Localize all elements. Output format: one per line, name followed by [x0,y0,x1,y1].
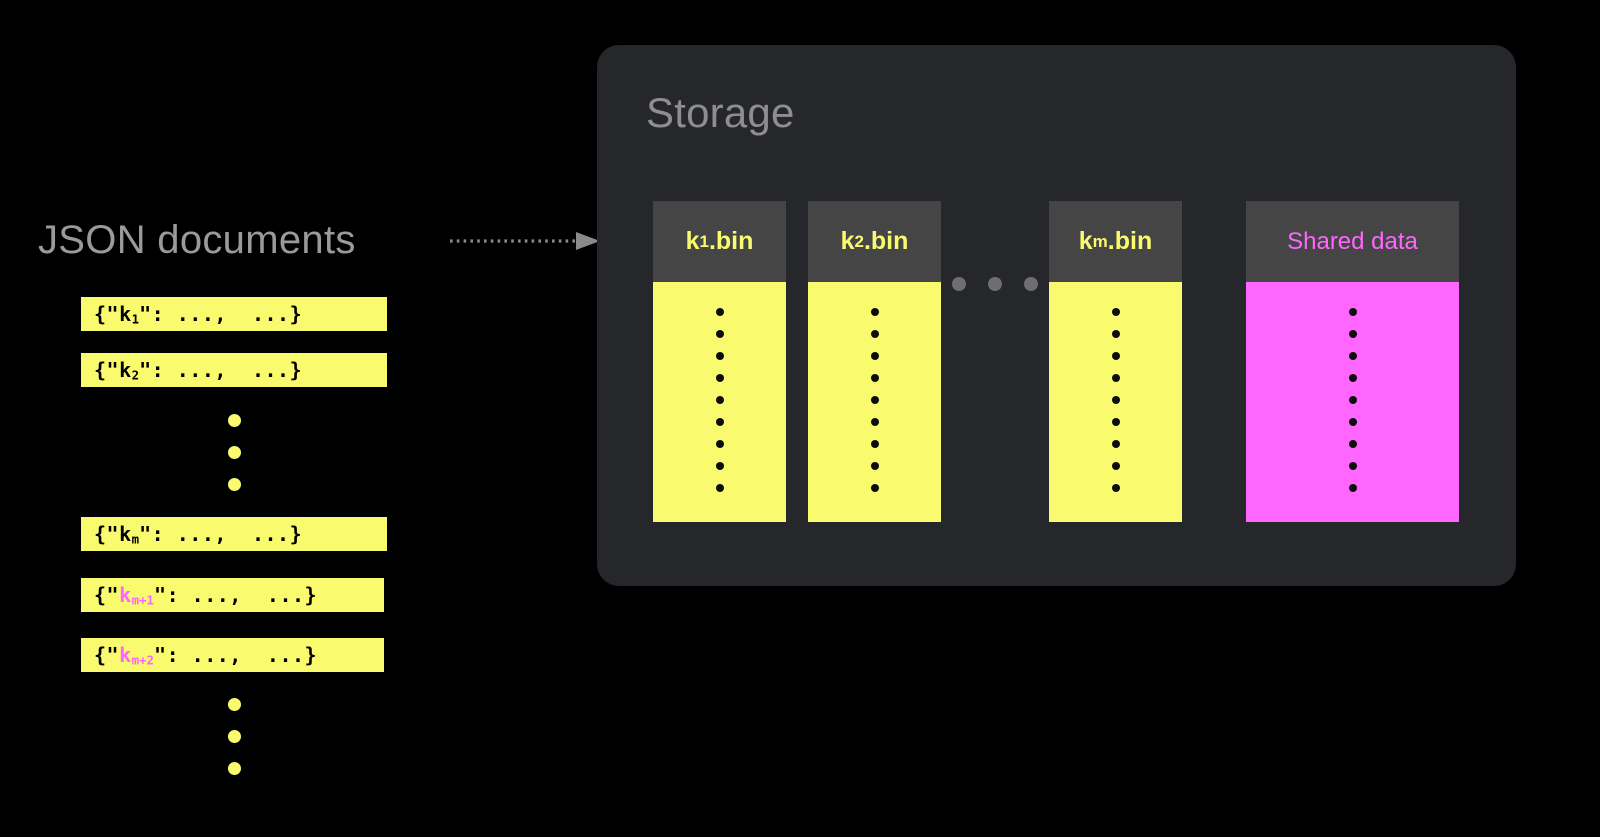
storage-bin-body-k1 [653,282,786,522]
record-dot [715,484,724,492]
record-dot [1111,330,1120,338]
record-dot [1348,440,1357,448]
record-dot [870,418,879,426]
storage-bin-body-k2 [808,282,941,522]
documents-ellipsis-upper [228,414,241,491]
record-dot [715,308,724,316]
json-document-box-km1: {"km+1": ..., ...} [81,578,384,612]
json-document-text-km1: {"km+1": ..., ...} [94,582,318,608]
record-dot [1348,484,1357,492]
json-document-text-km: {"km": ..., ...} [94,521,303,547]
ellipsis-dot [228,762,241,775]
record-dot [1111,396,1120,404]
record-dot [870,462,879,470]
ellipsis-dot [1024,277,1038,291]
json-document-text-km2: {"km+2": ..., ...} [94,642,318,668]
ellipsis-dot [228,446,241,459]
storage-bin-body-shared-data [1246,282,1459,522]
ellipsis-dot [228,698,241,711]
storage-panel-title: Storage [646,89,795,136]
record-dot [1348,308,1357,316]
record-dot [1348,330,1357,338]
record-dot [1348,352,1357,360]
json-documents-title: JSON documents [38,218,356,262]
record-dot [870,484,879,492]
record-dot [870,308,879,316]
record-dot [1111,418,1120,426]
ellipsis-dot [952,277,966,291]
record-dot [870,352,879,360]
record-dot [1348,462,1357,470]
record-dot [870,396,879,404]
flow-arrow-icon [450,232,600,250]
record-dot [1111,352,1120,360]
record-dot [1111,374,1120,382]
record-dot [715,330,724,338]
record-dot [1348,396,1357,404]
ellipsis-dot [228,414,241,427]
ellipsis-dot [988,277,1002,291]
record-dot [715,462,724,470]
documents-ellipsis-lower [228,698,241,775]
json-document-box-k1: {"k1": ..., ...} [81,297,387,331]
record-dot [715,352,724,360]
json-document-text-k1: {"k1": ..., ...} [94,301,303,327]
record-dot [870,330,879,338]
json-document-box-km: {"km": ..., ...} [81,517,387,551]
storage-bins-ellipsis [952,277,1038,291]
record-dot [715,418,724,426]
record-dot [870,440,879,448]
record-dot [1111,462,1120,470]
record-dot [870,374,879,382]
ellipsis-dot [228,730,241,743]
storage-bin-body-km [1049,282,1182,522]
record-dot [1348,418,1357,426]
ellipsis-dot [228,478,241,491]
json-document-box-km2: {"km+2": ..., ...} [81,638,384,672]
record-dot [1348,374,1357,382]
record-dot [1111,484,1120,492]
json-document-box-k2: {"k2": ..., ...} [81,353,387,387]
record-dot [1111,440,1120,448]
record-dot [715,374,724,382]
record-dot [715,440,724,448]
storage-bin-shared-data[interactable]: Shared data [1246,201,1459,522]
record-dot [715,396,724,404]
json-document-text-k2: {"k2": ..., ...} [94,357,303,383]
storage-bin-header-shared-data: Shared data [1246,201,1459,282]
record-dot [1111,308,1120,316]
